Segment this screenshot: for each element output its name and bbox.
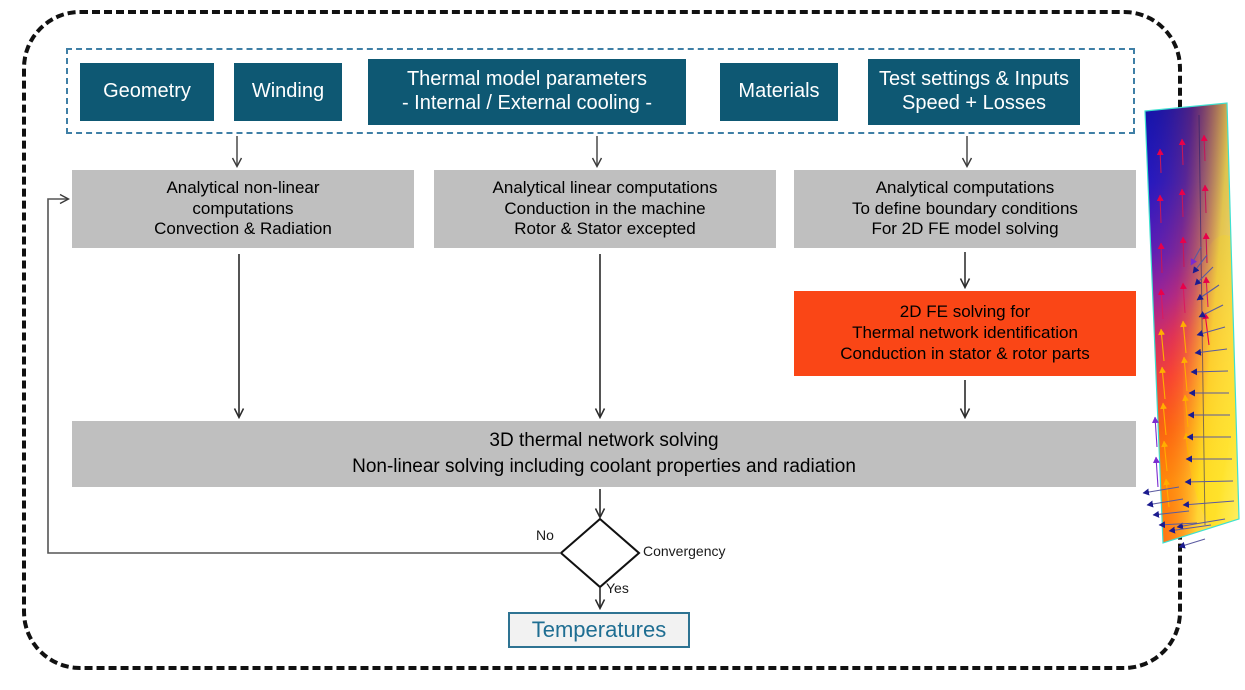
decision-yes-label: Yes [606, 580, 629, 596]
input-box-winding[interactable]: Winding [234, 63, 342, 121]
process-box-analytical-nonlinear[interactable]: Analytical non-linear computations Conve… [72, 170, 414, 248]
flux-arrows-leftward [1142, 246, 1235, 549]
process-box-analytical-linear[interactable]: Analytical linear computations Conductio… [434, 170, 776, 248]
decision-no-label: No [536, 527, 554, 543]
decision-label: Convergency [643, 543, 726, 559]
result-box-temperatures[interactable]: Temperatures [508, 612, 690, 648]
input-box-thermal-model-parameters[interactable]: Thermal model parameters - Internal / Ex… [368, 59, 686, 125]
connector-feedback-loop-no [47, 193, 561, 554]
input-box-geometry[interactable]: Geometry [80, 63, 214, 121]
input-box-test-settings[interactable]: Test settings & Inputs Speed + Losses [868, 59, 1080, 125]
decision-diamond-convergency[interactable] [559, 517, 641, 589]
thermal-field-body [1144, 102, 1240, 544]
thermal-fe-illustration [1142, 102, 1240, 549]
fe-solving-box[interactable]: 2D FE solving for Thermal network identi… [794, 291, 1136, 376]
process-box-analytical-boundary[interactable]: Analytical computations To define bounda… [794, 170, 1136, 248]
inputs-group-frame [66, 48, 1135, 134]
network-solving-bar[interactable]: 3D thermal network solving Non-linear so… [72, 421, 1136, 487]
flux-arrows-upward [1151, 134, 1210, 508]
input-box-materials[interactable]: Materials [720, 63, 838, 121]
